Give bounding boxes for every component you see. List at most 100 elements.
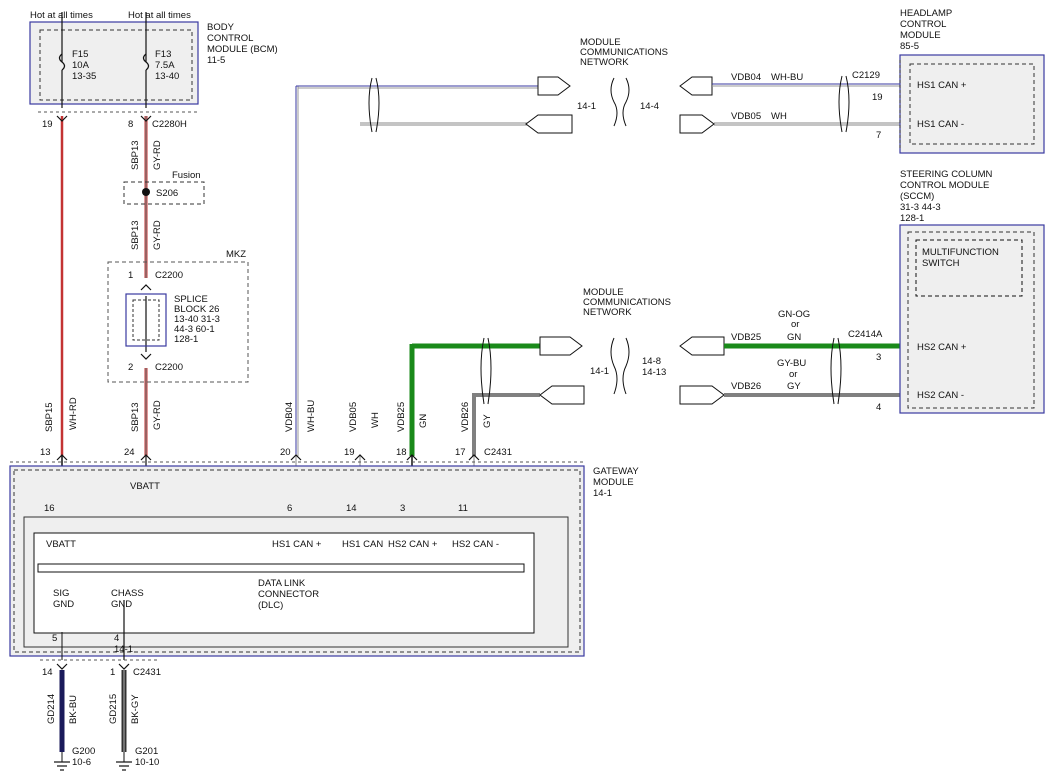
splice-dot-icon — [142, 188, 150, 196]
wire-sbp13 — [140, 12, 152, 478]
fusion-label: Fusion — [172, 170, 201, 181]
sccm-pin-3: 3 — [876, 352, 881, 363]
gateway-connector-top: C2431 — [484, 447, 512, 458]
network2-title-3: NETWORK — [583, 307, 632, 318]
hl-title-3: MODULE — [900, 30, 941, 41]
wire-label-sbp13-b: SBP13 — [130, 220, 141, 250]
connector-chevron-icon — [56, 115, 68, 122]
fuse-f15-ref: 13-35 — [72, 71, 96, 82]
sccm-title-2: CONTROL MODULE — [900, 180, 989, 191]
splice-block-icon — [125, 293, 167, 347]
sccm-wire-gn: GN — [787, 332, 801, 343]
mkz-splice-block: MKZ 1 C2200 SPLICE BLOCK 26 13-40 31-3 4… — [107, 249, 249, 383]
fusion-splice-s206: Fusion S206 — [123, 170, 205, 205]
sccm-wire-vdb26: VDB26 — [731, 381, 761, 392]
wire-label-vdb26: VDB26 — [460, 402, 471, 432]
hl-pin-19: 19 — [872, 92, 883, 103]
bcm-title-1: BODY — [207, 22, 235, 33]
mkz-connector-a: C2200 — [155, 270, 183, 281]
gateway-pin-17: 17 — [455, 447, 466, 458]
sccm-hs2-can-minus: HS2 CAN - — [917, 390, 964, 401]
fuse-f15-name: F15 — [72, 49, 88, 60]
ground-g201-ref: 10-10 — [135, 757, 159, 768]
ground-g201: G201 — [135, 746, 158, 757]
hl-connector: C2129 — [852, 70, 880, 81]
gateway-pin-18: 18 — [396, 447, 407, 458]
ground-g200-ref: 10-6 — [72, 757, 91, 768]
wire-label-sbp13-a: SBP13 — [130, 140, 141, 170]
connector-chevron-icon — [290, 454, 302, 461]
dlc-chass-2: GND — [111, 599, 132, 610]
hl-title-1: HEADLAMP — [900, 8, 952, 19]
hs2-network: MODULE COMMUNICATIONS NETWORK 14-1 14-8 … — [409, 287, 900, 456]
dlc-sig-1: SIG — [53, 588, 69, 599]
dlc-title-1: DATA LINK — [258, 578, 306, 589]
network-connector-icon — [539, 336, 583, 356]
gateway-pin-13: 13 — [40, 447, 51, 458]
gateway-pin-20: 20 — [280, 447, 291, 458]
data-link-connector — [33, 532, 535, 634]
connector-chevron-icon — [354, 454, 366, 461]
network-connector-icon — [679, 385, 725, 405]
gateway-module: GATEWAY MODULE 14-1 VBATT C2431 13 24 20… — [9, 447, 639, 657]
steering-column-control-module: STEERING COLUMN CONTROL MODULE (SCCM) 31… — [899, 169, 1045, 414]
network-connector-icon — [679, 336, 725, 356]
hot-label-2: Hot at all times — [128, 10, 191, 21]
mkz-pin-2: 2 — [128, 362, 133, 373]
dlc-sig-2: GND — [53, 599, 74, 610]
sccm-wire-gnog: GN-OG — [778, 309, 810, 320]
sccm-or-1: or — [791, 319, 799, 330]
wire-color-whbu: WH-BU — [306, 400, 317, 432]
gnd-pin-14: 14 — [42, 667, 53, 678]
wire-color-gy: GY — [482, 414, 493, 428]
network1-title-1: MODULE — [580, 37, 621, 48]
fuse-f13-ref: 13-40 — [155, 71, 179, 82]
splice-s206-label: S206 — [156, 188, 178, 199]
wire-color-gyrd-a: GY-RD — [152, 140, 163, 170]
wire-color-bkbu: BK-BU — [68, 695, 79, 724]
headlamp-control-module: HEADLAMP CONTROL MODULE 85-5 HS1 CAN + H… — [899, 8, 1045, 154]
gateway-pin-19: 19 — [344, 447, 355, 458]
bcm-title-4: 11-5 — [207, 55, 225, 66]
gnd-pin-1: 1 — [110, 667, 115, 678]
connector-chevron-icon — [56, 663, 68, 670]
wire-gd214 — [54, 670, 70, 771]
mfs-label-1: MULTIFUNCTION — [922, 247, 999, 258]
gateway-pin-24: 24 — [124, 447, 135, 458]
bcm-pin-8: 8 — [128, 119, 133, 130]
wire-label-vdb25: VDB25 — [396, 402, 407, 432]
multifunction-switch — [915, 239, 1023, 297]
network1-title-3: NETWORK — [580, 57, 629, 68]
dlc-hs2-can-minus: HS2 CAN - — [452, 539, 499, 550]
network2-title-1: MODULE — [583, 287, 624, 298]
wire-label-gd214: GD214 — [46, 694, 57, 724]
network2-title-2: COMMUNICATIONS — [583, 297, 671, 308]
network-connector-icon — [679, 76, 713, 96]
wire-color-gyrd-c: GY-RD — [152, 400, 163, 430]
hl-pin-7: 7 — [876, 130, 881, 141]
sccm-title-3: (SCCM) — [900, 191, 934, 202]
ground-g200: G200 — [72, 746, 95, 757]
hl-wire-wh: WH — [771, 111, 787, 122]
connector-chevron-icon — [140, 454, 152, 461]
gateway-inner-pin-6: 6 — [287, 503, 292, 514]
gateway-vbatt-top: VBATT — [130, 481, 160, 492]
network-connector-icon — [525, 114, 573, 134]
hl-wire-vdb05: VDB05 — [731, 111, 761, 122]
network2-ref-right1: 14-8 — [642, 356, 661, 367]
fuse-f13-rating: 7.5A — [155, 60, 175, 71]
hs1-network: MODULE COMMUNICATIONS NETWORK 14-1 14-4 — [295, 37, 900, 456]
gnd-connector: C2431 — [133, 667, 161, 678]
splice-block-line-1: SPLICE — [174, 294, 208, 305]
hl-hs1-can-plus: HS1 CAN + — [917, 80, 967, 91]
connector-chevron-icon — [140, 353, 152, 360]
bcm-title-2: CONTROL — [207, 33, 253, 44]
dlc-hs2-can-plus: HS2 CAN + — [388, 539, 438, 550]
dlc-title-3: (DLC) — [258, 600, 283, 611]
splice-block-line-5: 128-1 — [174, 334, 198, 345]
gateway-title-3: 14-1 — [593, 488, 612, 499]
gateway-title-2: MODULE — [593, 477, 634, 488]
connector-chevron-icon — [140, 115, 152, 122]
connector-chevron-icon — [140, 284, 152, 291]
